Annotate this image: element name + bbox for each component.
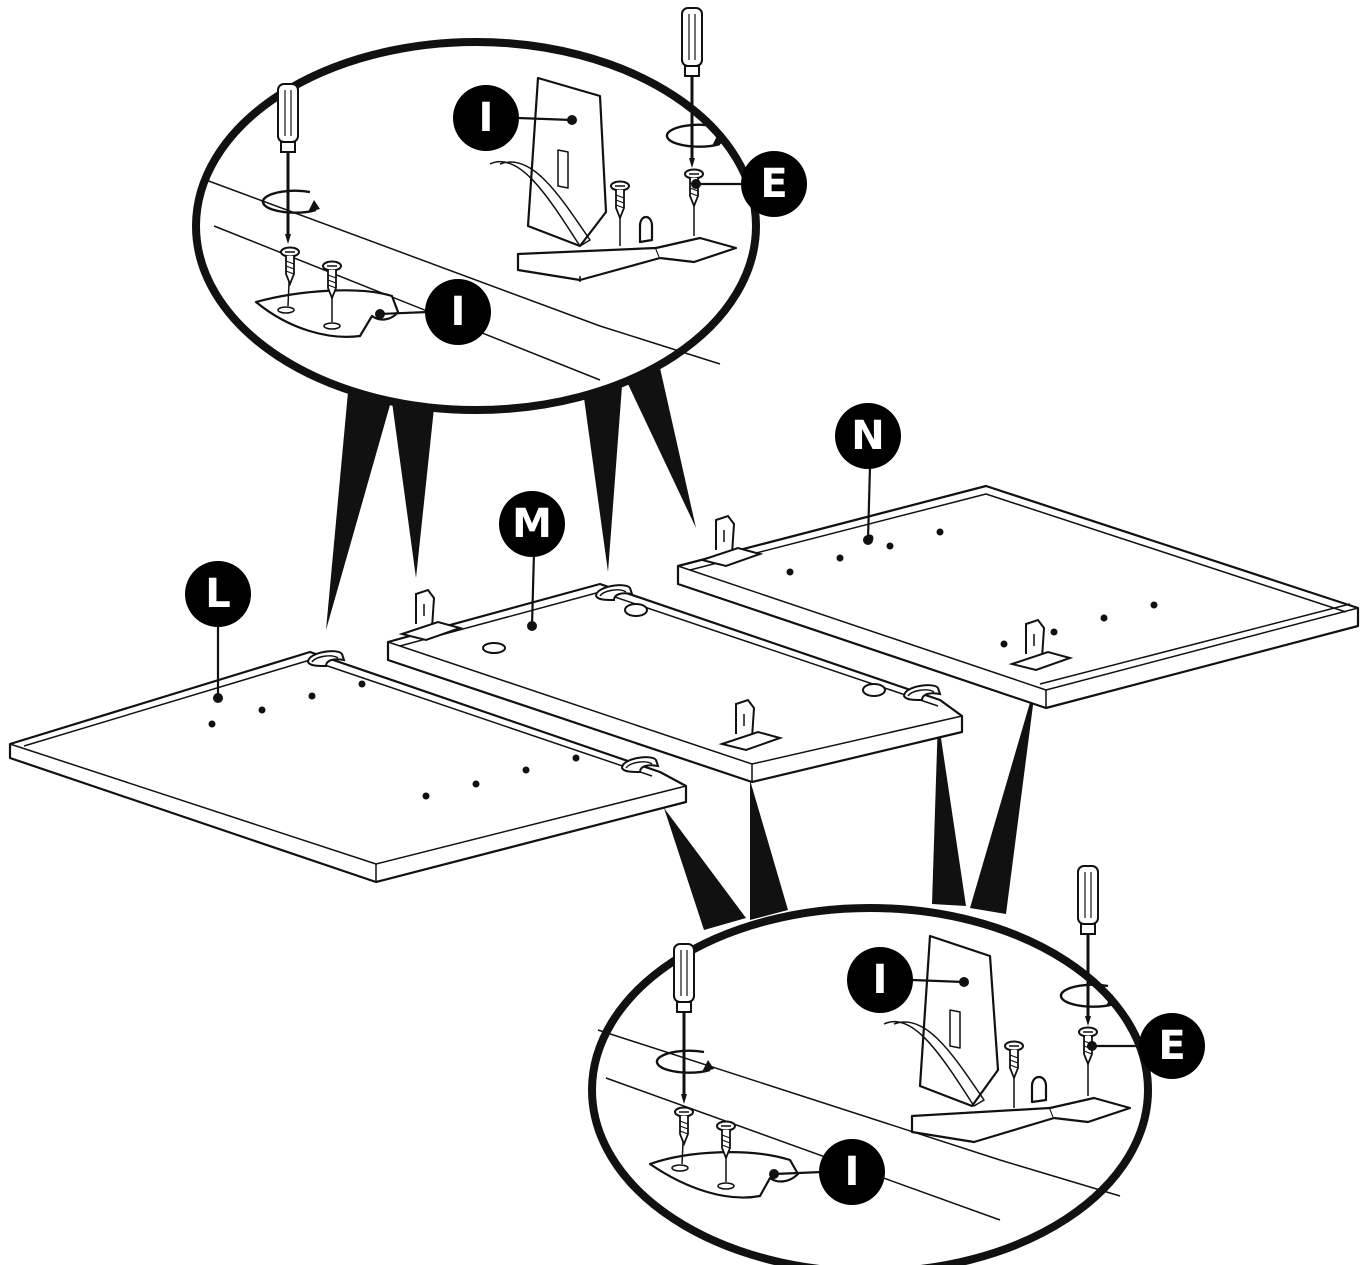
part-badge-panel-l: L: [185, 561, 251, 627]
part-badge-bottom-upright: I: [847, 947, 913, 1013]
detail-callout-top: [192, 6, 760, 414]
part-badge-bottom-screw: E: [1139, 1013, 1205, 1079]
svg-text:I: I: [873, 957, 888, 1003]
panel-m: [386, 582, 964, 784]
part-badge-top-upright: I: [453, 85, 519, 151]
svg-text:E: E: [1158, 1023, 1185, 1069]
panel-l: [8, 650, 688, 884]
svg-text:I: I: [451, 289, 466, 335]
part-badge-panel-n: N: [835, 403, 901, 469]
svg-text:I: I: [479, 95, 494, 141]
svg-text:I: I: [845, 1149, 860, 1195]
part-badge-top-screw: E: [741, 151, 807, 217]
svg-text:E: E: [760, 161, 787, 207]
hole-row: [208, 680, 580, 800]
part-badge-bottom-left: I: [819, 1139, 885, 1205]
panel-n: [676, 484, 1360, 710]
part-badge-panel-m: M: [499, 491, 565, 557]
svg-text:N: N: [851, 413, 884, 459]
leader-lines: [216, 116, 1140, 1176]
leader-endpoints: [213, 115, 1097, 1179]
part-badge-top-left: I: [425, 279, 491, 345]
svg-text:M: M: [512, 501, 552, 547]
svg-text:L: L: [205, 571, 231, 617]
connector-wedges: [326, 368, 1036, 930]
detail-callout-bottom: [588, 864, 1152, 1265]
